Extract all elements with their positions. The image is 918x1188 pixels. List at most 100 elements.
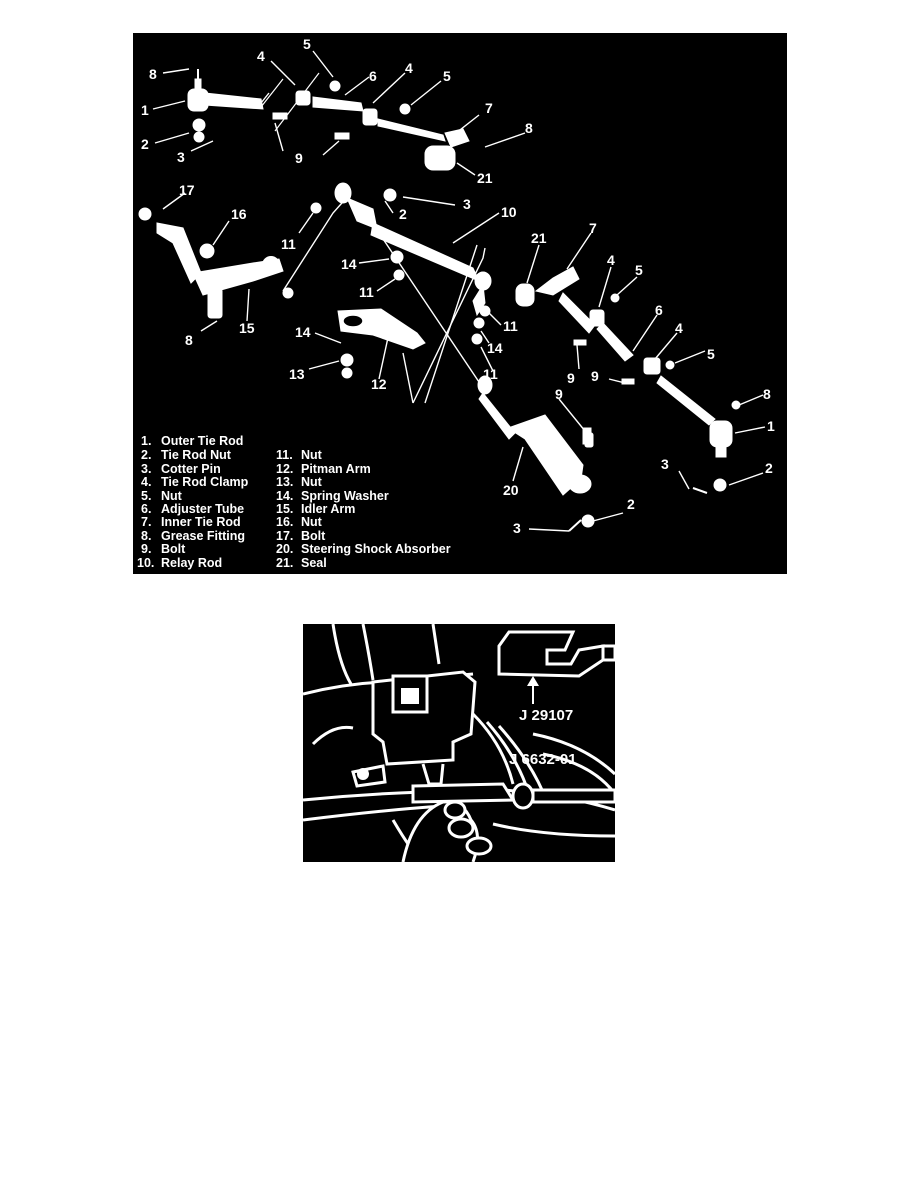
legend-num: 16. (276, 515, 293, 529)
legend-label: Grease Fitting (161, 529, 245, 543)
legend-label: Cotter Pin (161, 462, 221, 476)
callout-7a: 7 (485, 100, 493, 116)
callout-6b: 6 (655, 302, 663, 318)
callout-16: 16 (231, 206, 247, 222)
legend-label: Nut (301, 515, 323, 529)
callout-3a: 3 (177, 149, 185, 165)
callout-12: 12 (371, 376, 387, 392)
legend-label: Bolt (301, 529, 326, 543)
tool-label-j29107: J 29107 (519, 707, 573, 724)
legend-label: Inner Tie Rod (161, 515, 241, 529)
tool-inset-j29107 (497, 630, 615, 704)
tie-rod-clamp-upper (295, 90, 446, 142)
legend-num: 9. (141, 542, 151, 556)
callout-8b: 8 (525, 120, 533, 136)
legend-num: 21. (276, 556, 293, 570)
steering-shock-absorber (477, 375, 595, 528)
callout-1b: 1 (767, 418, 775, 434)
callout-5c: 5 (635, 262, 643, 278)
steering-linkage-drawing: 8 1 2 3 4 5 6 9 4 5 7 8 21 3 2 10 17 16 … (137, 36, 775, 570)
idler-arm (138, 207, 294, 319)
callout-11d: 11 (483, 366, 498, 382)
legend-num: 1. (141, 434, 151, 448)
legend-label: Spring Washer (301, 489, 389, 503)
legend-label: Tie Rod Nut (161, 448, 232, 462)
callout-3d: 3 (513, 520, 521, 536)
callout-14a: 14 (341, 256, 357, 272)
tie-rod-puller-illustration: J 29107 J 6632-01 (303, 624, 615, 862)
legend-column-left: 1. Outer Tie Rod 2. Tie Rod Nut 3. Cotter P… (137, 434, 249, 570)
legend-label: Bolt (161, 542, 186, 556)
callout-9d: 9 (555, 386, 563, 402)
legend-num: 11. (276, 448, 293, 462)
tie-rod-clamp-right (589, 309, 716, 426)
legend-num: 6. (141, 502, 151, 516)
legend-label: Relay Rod (161, 556, 222, 570)
callout-4d: 4 (675, 320, 683, 336)
legend-num: 14. (276, 489, 293, 503)
inner-tie-rod-right (515, 266, 596, 334)
legend-label: Outer Tie Rod (161, 434, 243, 448)
legend-num: 7. (141, 515, 151, 529)
callout-4b: 4 (405, 60, 413, 76)
callout-4a: 4 (257, 48, 265, 64)
callout-17: 17 (179, 182, 195, 198)
inner-tie-rod-upper (424, 128, 470, 171)
callout-21a: 21 (477, 170, 493, 186)
callout-2d: 2 (627, 496, 635, 512)
callouts: 8 1 2 3 4 5 6 9 4 5 7 8 21 3 2 10 17 16 … (141, 36, 775, 536)
small-hardware-upper (260, 72, 411, 140)
legend-label: Nut (301, 475, 323, 489)
callout-8a: 8 (149, 66, 157, 82)
callout-1a: 1 (141, 102, 149, 118)
callout-11c: 11 (503, 318, 518, 334)
callout-14c: 14 (295, 324, 311, 340)
hand (401, 800, 493, 862)
callout-4c: 4 (607, 252, 615, 268)
legend-label: Seal (301, 556, 327, 570)
callout-13: 13 (289, 366, 305, 382)
callout-9b: 9 (567, 370, 575, 386)
legend-label: Adjuster Tube (161, 502, 244, 516)
outer-tie-rod-upper-left (187, 69, 264, 143)
callout-9c: 9 (591, 368, 599, 384)
legend-num: 2. (141, 448, 151, 462)
pitman-arm (337, 308, 426, 379)
callout-14b: 14 (487, 340, 503, 356)
callout-2c: 2 (765, 460, 773, 476)
callout-6a: 6 (369, 68, 377, 84)
steering-linkage-diagram: 8 1 2 3 4 5 6 9 4 5 7 8 21 3 2 10 17 16 … (133, 33, 787, 574)
callout-9a: 9 (295, 150, 303, 166)
legend-label: Nut (161, 489, 183, 503)
callout-21b: 21 (531, 230, 547, 246)
callout-5a: 5 (303, 36, 311, 52)
legend-num: 8. (141, 529, 151, 543)
legend-label: Idler Arm (301, 502, 355, 516)
callout-11b: 11 (359, 284, 374, 300)
legend-num: 13. (276, 475, 293, 489)
callout-8c: 8 (185, 332, 193, 348)
legend-num: 10. (137, 556, 154, 570)
legend-label: Steering Shock Absorber (301, 542, 451, 556)
relay-rod (334, 182, 492, 317)
callout-11a: 11 (281, 236, 296, 252)
legend-num: 15. (276, 502, 293, 516)
alignment-lines (260, 92, 486, 404)
callout-2a: 2 (141, 136, 149, 152)
legend-label: Nut (301, 448, 323, 462)
callout-15: 15 (239, 320, 255, 336)
legend-num: 3. (141, 462, 151, 476)
callout-8d: 8 (763, 386, 771, 402)
legend-label: Tie Rod Clamp (161, 475, 249, 489)
callout-5b: 5 (443, 68, 451, 84)
puller-tool-body (351, 670, 477, 788)
callout-3c: 3 (661, 456, 669, 472)
tool-label-j6632-01: J 6632-01 (509, 751, 577, 768)
callout-20: 20 (503, 482, 519, 498)
legend-num: 20. (276, 542, 293, 556)
callout-7b: 7 (589, 220, 597, 236)
puller-drawing: J 29107 J 6632-01 (303, 624, 615, 862)
callout-10: 10 (501, 204, 517, 220)
legend-num: 12. (276, 462, 293, 476)
parts-legend: 1. Outer Tie Rod 2. Tie Rod Nut 3. Cotter P… (137, 434, 451, 570)
